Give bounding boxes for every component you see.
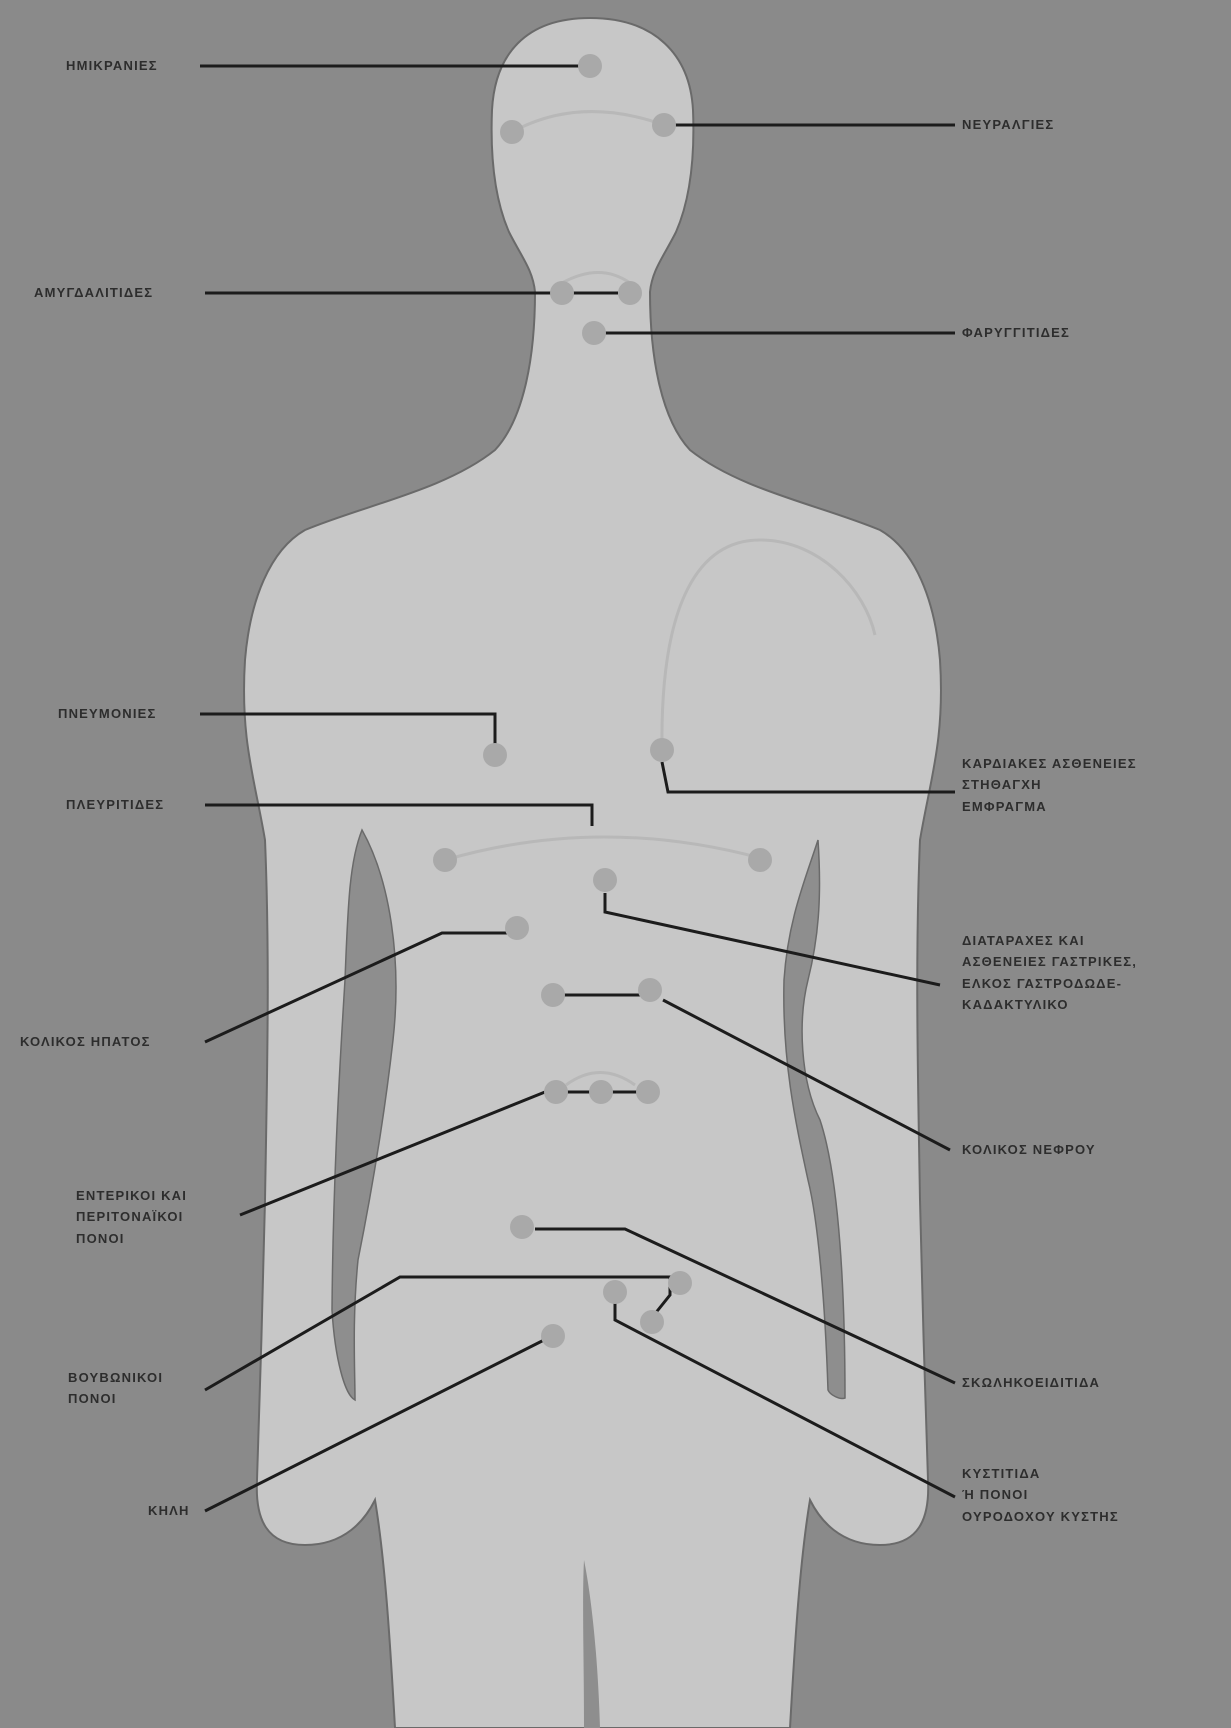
label-intestinal-line-2: ΠΕΡΙΤΟΝΑΪΚΟΙ [76,1206,187,1227]
label-inguinal-line-2: ΠΟΝΟΙ [68,1388,163,1409]
label-gastric-line-3: ΕΛΚΟΣ ΓΑΣΤΡΟΔΩΔΕ- [962,973,1137,994]
pain-point-tonsil-left [550,281,574,305]
pain-point-neuralgia-left [500,120,524,144]
pain-point-inguinal [668,1271,692,1295]
label-intestinal: ΕΝΤΕΡΙΚΟΙ ΚΑΙ ΠΕΡΙΤΟΝΑΪΚΟΙ ΠΟΝΟΙ [76,1185,187,1249]
pain-point-intestine-right [636,1080,660,1104]
label-kidney-colic: ΚΟΛΙΚΟΣ ΝΕΦΡΟΥ [962,1139,1096,1160]
label-cardiac-line-3: ΕΜΦΡΑΓΜΑ [962,796,1137,817]
label-appendicitis: ΣΚΩΛΗΚΟΕΙΔΙΤΙΔΑ [962,1372,1100,1393]
label-inguinal-line-1: ΒΟΥΒΩΝΙΚΟΙ [68,1367,163,1388]
pain-point-tonsil-right [618,281,642,305]
label-intestinal-line-3: ΠΟΝΟΙ [76,1228,187,1249]
pain-point-appendix [510,1215,534,1239]
pain-point-migraine [578,54,602,78]
label-cardiac-line-2: ΣΤΗΘΑΓΧΗ [962,774,1137,795]
label-inguinal: ΒΟΥΒΩΝΙΚΟΙ ΠΟΝΟΙ [68,1367,163,1410]
label-intestinal-line-1: ΕΝΤΕΡΙΚΟΙ ΚΑΙ [76,1185,187,1206]
pain-point-inguinal-low [640,1310,664,1334]
pain-point-hernia [541,1324,565,1348]
label-pneumonias: ΠΝΕΥΜΟΝΙΕΣ [58,703,157,724]
label-cystitis: ΚΥΣΤΙΤΙΔΑ Ή ΠΟΝΟΙ ΟΥΡΟΔΟΧΟΥ ΚΥΣΤΗΣ [962,1463,1119,1527]
pain-point-kidney [638,978,662,1002]
pain-point-stomach [593,868,617,892]
pain-point-pharynx [582,321,606,345]
label-hernia: ΚΗΛΗ [148,1500,190,1521]
label-migraines: ΗΜΙΚΡΑΝΙΕΣ [66,55,158,76]
label-tonsillitis: ΑΜΥΓΔΑΛΙΤΙΔΕΣ [34,282,153,303]
label-cystitis-line-2: Ή ΠΟΝΟΙ [962,1484,1119,1505]
pain-point-heart [650,738,674,762]
label-liver-colic: ΚΟΛΙΚΟΣ ΗΠΑΤΟΣ [20,1031,151,1052]
label-gastric: ΔΙΑΤΑΡΑΧΕΣ ΚΑΙ ΑΣΘΕΝΕΙΕΣ ΓΑΣΤΡΙΚΕΣ, ΕΛΚΟ… [962,930,1137,1016]
label-cardiac: ΚΑΡΔΙΑΚΕΣ ΑΣΘΕΝΕΙΕΣ ΣΤΗΘΑΓΧΗ ΕΜΦΡΑΓΜΑ [962,753,1137,817]
label-gastric-line-2: ΑΣΘΕΝΕΙΕΣ ΓΑΣΤΡΙΚΕΣ, [962,951,1137,972]
label-neuralgias: ΝΕΥΡΑΛΓΙΕΣ [962,114,1054,135]
label-cystitis-line-1: ΚΥΣΤΙΤΙΔΑ [962,1463,1119,1484]
label-cardiac-line-1: ΚΑΡΔΙΑΚΕΣ ΑΣΘΕΝΕΙΕΣ [962,753,1137,774]
label-pharyngitis: ΦΑΡΥΓΓΙΤΙΔΕΣ [962,322,1070,343]
label-gastric-line-4: ΚΑΔΑΚΤΥΛΙΚΟ [962,994,1137,1015]
pain-point-bladder [603,1280,627,1304]
pain-point-intestine-center [589,1080,613,1104]
pain-point-pleura-left [433,848,457,872]
pain-point-pleura-right [748,848,772,872]
pain-point-intestine-left [544,1080,568,1104]
label-gastric-line-1: ΔΙΑΤΑΡΑΧΕΣ ΚΑΙ [962,930,1137,951]
pain-point-neuralgia-right [652,113,676,137]
pain-point-liver [505,916,529,940]
label-cystitis-line-3: ΟΥΡΟΔΟΧΟΥ ΚΥΣΤΗΣ [962,1506,1119,1527]
pain-point-lung [483,743,507,767]
pain-point-duodenum-left [541,983,565,1007]
label-pleurisy: ΠΛΕΥΡΙΤΙΔΕΣ [66,794,164,815]
